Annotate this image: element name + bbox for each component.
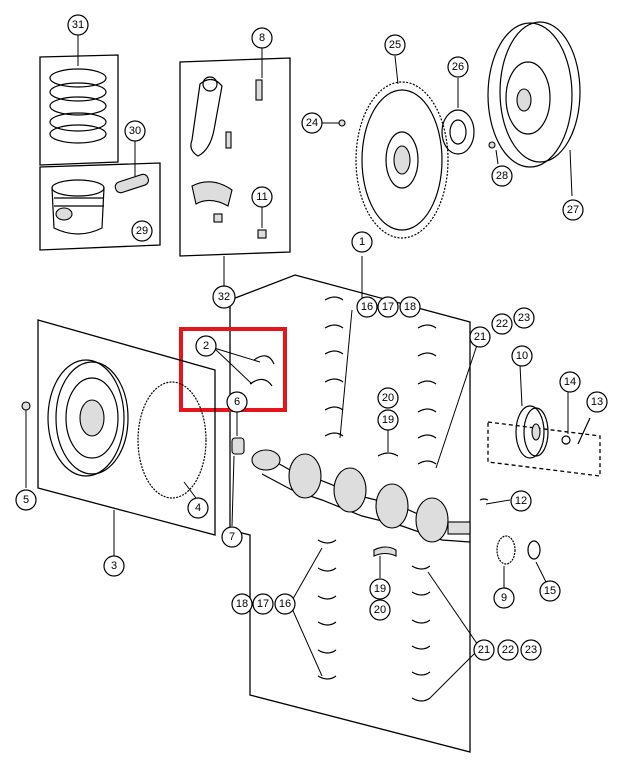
callout-label: 16 xyxy=(279,598,291,610)
callout-label: 10 xyxy=(516,350,528,362)
callout-label: 7 xyxy=(229,531,235,543)
callout-25: 25 xyxy=(384,34,406,56)
callout-label: 20 xyxy=(374,604,386,616)
piston-rings-frame xyxy=(39,35,119,166)
callout-label: 6 xyxy=(234,396,240,408)
callout-27: 27 xyxy=(562,199,584,221)
callout-label: 20 xyxy=(382,392,394,404)
callout-18-top: 18 xyxy=(399,296,421,318)
callout-label: 17 xyxy=(382,301,394,313)
callout-label: 24 xyxy=(306,117,318,129)
callout-label: 22 xyxy=(496,318,508,330)
callout-12: 12 xyxy=(510,490,532,512)
callout-23-bottom: 23 xyxy=(520,639,542,661)
callout-26: 26 xyxy=(447,56,469,78)
callout-label: 16 xyxy=(361,301,373,313)
callout-3: 3 xyxy=(103,555,125,577)
callout-4: 4 xyxy=(187,497,209,519)
callout-6: 6 xyxy=(226,391,248,413)
callout-5: 5 xyxy=(15,489,37,511)
callout-label: 21 xyxy=(478,644,490,656)
callout-16-top: 16 xyxy=(356,296,378,318)
callout-label: 26 xyxy=(452,61,464,73)
callout-20-top: 20 xyxy=(377,387,399,409)
callout-21-bottom: 21 xyxy=(473,639,495,661)
callout-label: 21 xyxy=(474,331,486,343)
callout-label: 32 xyxy=(218,291,230,303)
callout-17-bottom: 17 xyxy=(252,593,274,615)
callout-23-top: 23 xyxy=(513,307,535,329)
callout-19-bottom: 19 xyxy=(369,578,391,600)
callout-label: 17 xyxy=(257,598,269,610)
callout-label: 25 xyxy=(389,39,401,51)
callout-label: 31 xyxy=(72,19,84,31)
callout-30: 30 xyxy=(124,120,146,142)
callout-22-bottom: 22 xyxy=(497,639,519,661)
callout-24: 24 xyxy=(301,112,323,134)
callout-29: 29 xyxy=(131,220,153,242)
callout-label: 23 xyxy=(518,312,530,324)
callout-label: 30 xyxy=(129,125,141,137)
callout-label: 9 xyxy=(501,592,507,604)
callout-label: 8 xyxy=(259,32,265,44)
callout-label: 15 xyxy=(544,585,556,597)
vibration-damper xyxy=(479,364,601,505)
callout-16-bottom: 16 xyxy=(274,593,296,615)
callout-2: 2 xyxy=(195,335,217,357)
callout-31: 31 xyxy=(67,14,89,36)
callout-label: 22 xyxy=(502,644,514,656)
callout-label: 14 xyxy=(564,376,576,388)
callout-22-top: 22 xyxy=(491,313,513,335)
callout-8: 8 xyxy=(251,27,273,49)
drive-plate-frame xyxy=(21,319,216,556)
callout-label: 4 xyxy=(195,502,201,514)
dowel-pin xyxy=(231,410,245,527)
crankshaft-frame xyxy=(229,256,481,753)
callout-19-top: 19 xyxy=(377,409,399,431)
callout-label: 11 xyxy=(256,191,267,203)
callout-label: 5 xyxy=(23,494,29,506)
callout-18-bottom: 18 xyxy=(231,593,253,615)
callout-label: 29 xyxy=(136,225,148,237)
callout-7: 7 xyxy=(221,526,243,548)
callout-label: 23 xyxy=(525,644,537,656)
callout-label: 18 xyxy=(404,301,416,313)
callout-9: 9 xyxy=(493,587,515,609)
callout-21-top: 21 xyxy=(469,326,491,348)
callout-label: 12 xyxy=(515,495,527,507)
callout-20-bottom: 20 xyxy=(369,599,391,621)
callout-label: 19 xyxy=(382,414,394,426)
callout-label: 3 xyxy=(111,560,117,572)
adapter-plate xyxy=(441,78,475,155)
crank-sprocket xyxy=(496,535,547,588)
piston-frame xyxy=(39,140,161,251)
flex-plate xyxy=(322,55,449,239)
callout-14: 14 xyxy=(559,371,581,393)
callout-11: 11 xyxy=(251,186,273,208)
callout-label: 18 xyxy=(236,598,248,610)
callout-17-top: 17 xyxy=(377,296,399,318)
callout-32: 32 xyxy=(212,285,236,309)
callout-label: 2 xyxy=(203,340,209,352)
callout-15: 15 xyxy=(539,580,561,602)
torque-converter xyxy=(487,21,581,197)
callout-label: 1 xyxy=(359,236,365,248)
callout-label: 28 xyxy=(496,170,508,182)
callout-28: 28 xyxy=(491,165,513,187)
callout-label: 27 xyxy=(567,204,579,216)
callout-label: 19 xyxy=(374,583,386,595)
connecting-rod-frame xyxy=(179,48,291,286)
callout-label: 13 xyxy=(591,396,603,408)
callout-10: 10 xyxy=(511,345,533,367)
callout-13: 13 xyxy=(586,391,608,413)
callout-1: 1 xyxy=(351,231,373,253)
